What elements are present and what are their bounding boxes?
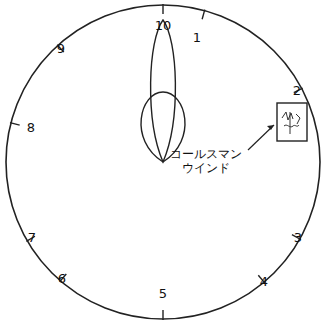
leader-arrowhead — [267, 125, 274, 130]
dial-tick — [202, 10, 205, 20]
dial-ticks — [10, 4, 303, 320]
dial-number: 1 — [193, 31, 201, 46]
leader-line — [248, 125, 274, 150]
dial-tick — [10, 123, 20, 125]
dial-number: 3 — [294, 231, 302, 246]
dial-tick — [162, 4, 163, 14]
dial-number: 9 — [57, 42, 65, 57]
dial-number: 8 — [27, 121, 35, 136]
dial-number: 5 — [159, 287, 167, 302]
dial-number: 2 — [293, 84, 301, 99]
dial-number: 6 — [58, 272, 66, 287]
dial-number: 7 — [28, 231, 36, 246]
window-label: コールスマン ウインド — [170, 148, 242, 176]
major-lobe — [151, 20, 176, 162]
window-box — [277, 103, 307, 141]
dial-number: 4 — [260, 275, 268, 290]
dial-tick — [162, 310, 163, 320]
dial-number: 10 — [155, 19, 172, 34]
dial-circle — [6, 5, 320, 319]
window-scribble — [282, 112, 300, 134]
